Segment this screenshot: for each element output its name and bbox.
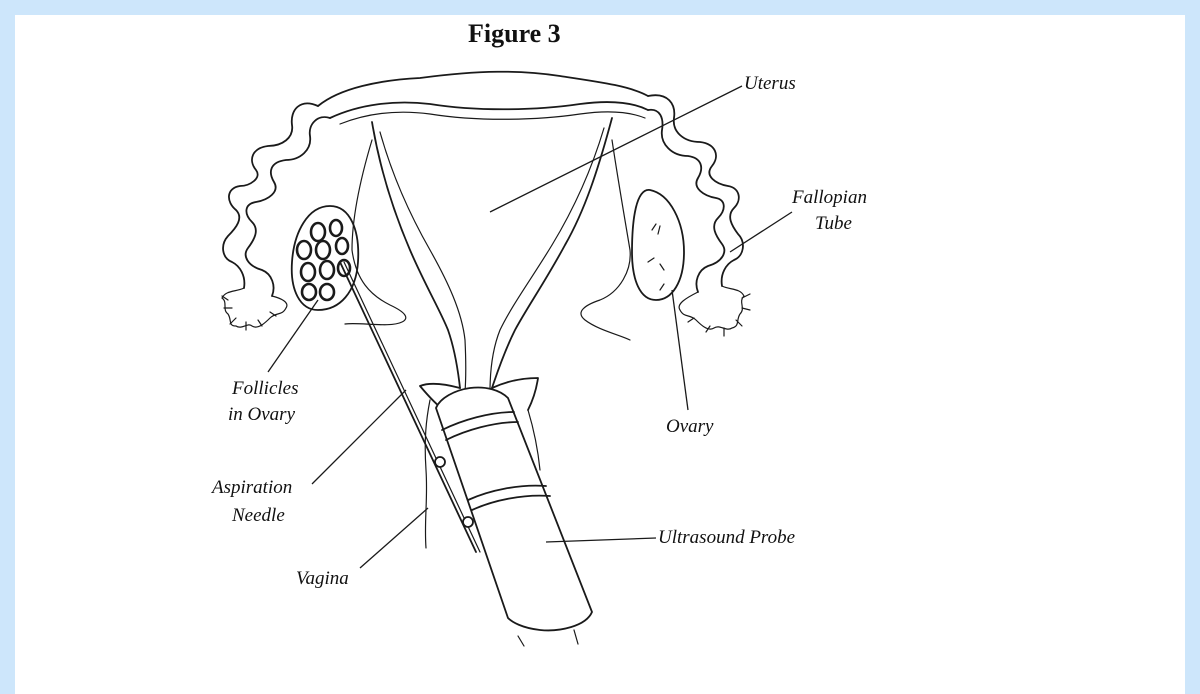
- label-vagina: Vagina: [296, 568, 349, 589]
- label-aspiration-line2: Needle: [231, 505, 285, 526]
- figure-title: Figure 3: [468, 19, 561, 48]
- label-fallopian-line1: Fallopian: [791, 187, 867, 208]
- follicles: [297, 220, 350, 300]
- label-uterus: Uterus: [744, 73, 796, 94]
- right-ovary: [632, 190, 684, 300]
- label-ovary: Ovary: [666, 416, 714, 437]
- label-fallopian-line2: Tube: [815, 213, 852, 234]
- left-ovary-with-follicles: [292, 206, 359, 310]
- label-aspiration-line1: Aspiration: [210, 477, 292, 498]
- label-follicles-line2: in Ovary: [228, 404, 296, 425]
- label-follicles-line1: Follicles: [231, 378, 298, 399]
- label-ultrasound-probe: Ultrasound Probe: [658, 527, 795, 548]
